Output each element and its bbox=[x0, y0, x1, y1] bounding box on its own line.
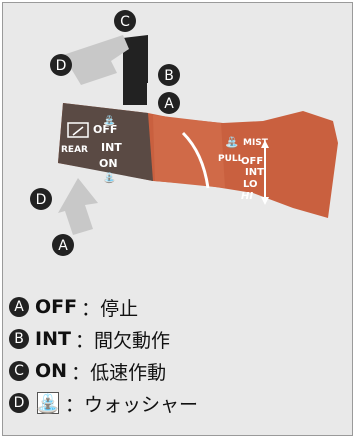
label-pull: PULL bbox=[218, 154, 244, 164]
arrow-d-top bbox=[63, 35, 129, 85]
legend-sep: ： bbox=[81, 297, 101, 320]
badge-d: D bbox=[9, 393, 29, 413]
washer-icon: ⛲ bbox=[36, 392, 60, 415]
legend-desc-int: 間欠動作 bbox=[93, 329, 170, 352]
callout-a-bottom: A bbox=[58, 238, 68, 254]
lever-top bbox=[123, 35, 148, 83]
legend-sep: ： bbox=[74, 329, 94, 352]
wiper-stalk-diagram: OFF INT ON REAR ⛲ ⛲ PULL MIST OFF INT LO… bbox=[30, 10, 338, 256]
legend-desc-washer: ウォッシャー bbox=[84, 393, 199, 416]
badge-a: A bbox=[9, 297, 29, 317]
label-hi: HI bbox=[241, 191, 253, 202]
callout-d-top: D bbox=[56, 58, 67, 74]
callout-b: B bbox=[164, 68, 174, 84]
legend-key-int: INT bbox=[35, 328, 71, 350]
badge-b: B bbox=[9, 329, 29, 349]
rotation-indicator bbox=[181, 131, 210, 189]
washer-pull-icon: ⛲ bbox=[225, 136, 239, 149]
label-mist: MIST bbox=[243, 138, 269, 148]
label-off: OFF bbox=[93, 123, 117, 136]
legend-desc-on: 低速作動 bbox=[90, 361, 167, 384]
legend-key-off: OFF bbox=[35, 296, 78, 318]
legend-key-on: ON bbox=[35, 360, 68, 382]
callout-c: C bbox=[120, 14, 130, 30]
legend: A OFF ： 停止 B INT ： 間欠動作 C ON ： 低速作動 D ⛲ … bbox=[9, 291, 349, 419]
badge-c: C bbox=[9, 361, 29, 381]
label-rear: REAR bbox=[61, 145, 88, 155]
callout-a-top: A bbox=[164, 96, 174, 112]
label-int: INT bbox=[101, 141, 122, 154]
label-right-off: OFF bbox=[241, 156, 263, 167]
right-mode-labels: PULL MIST OFF INT LO HI bbox=[218, 138, 269, 202]
legend-row-a: A OFF ： 停止 bbox=[9, 291, 349, 323]
arrow-d-bottom bbox=[58, 178, 98, 235]
legend-sep: ： bbox=[65, 393, 85, 416]
callout-d-bottom: D bbox=[36, 192, 47, 208]
legend-row-d: D ⛲ ： ウォッシャー bbox=[9, 387, 349, 419]
label-on: ON bbox=[99, 157, 118, 170]
washer-top-icon: ⛲ bbox=[103, 114, 115, 127]
legend-row-c: C ON ： 低速作動 bbox=[9, 355, 349, 387]
label-right-int: INT bbox=[245, 167, 264, 178]
wiper-rear-icon bbox=[67, 122, 89, 138]
legend-row-b: B INT ： 間欠動作 bbox=[9, 323, 349, 355]
diagram-panel: OFF INT ON REAR ⛲ ⛲ PULL MIST OFF INT LO… bbox=[2, 2, 353, 436]
collar bbox=[123, 83, 147, 105]
legend-desc-off: 停止 bbox=[100, 297, 139, 320]
washer-bottom-icon: ⛲ bbox=[103, 171, 115, 184]
left-mode-labels: OFF INT ON REAR bbox=[61, 123, 122, 170]
rotary-knob bbox=[153, 115, 225, 188]
label-lo: LO bbox=[243, 179, 258, 190]
legend-sep: ： bbox=[71, 361, 91, 384]
